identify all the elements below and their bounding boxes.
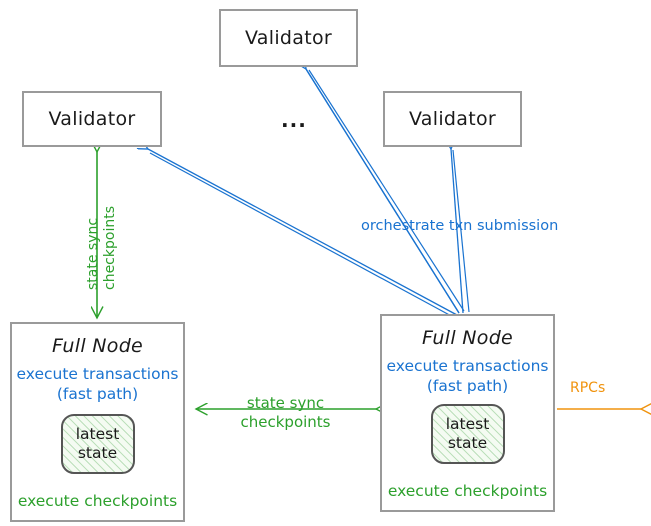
full-node-right-green-text: execute checkpoints <box>387 481 548 500</box>
validator-left[interactable]: Validator <box>22 91 162 147</box>
label-state-sync-horizontal-line2: checkpoints <box>240 412 331 431</box>
validator-top[interactable]: Validator <box>219 9 358 67</box>
full-node-right-blue-line-1: execute transactions <box>386 357 549 375</box>
full-node-left-green-text: execute checkpoints <box>17 491 178 510</box>
validator-right-label: Validator <box>408 108 496 130</box>
validator-top-label: Validator <box>244 27 332 49</box>
edge-fullnode-to-validator-left-b <box>149 152 456 319</box>
label-rpcs: RPCs <box>570 380 606 396</box>
full-node-right-blue-line-2: (fast path) <box>426 376 509 395</box>
label-state-sync-vertical-line2: checkpoints <box>102 206 118 290</box>
full-node-left[interactable]: Full Node execute transactions (fast pat… <box>10 322 185 522</box>
full-node-left-state-line-2: state <box>77 443 118 462</box>
full-node-right-state-line-2: state <box>447 433 488 452</box>
full-node-right-state-line-1: latest <box>445 415 490 434</box>
full-node-right-title: Full Node <box>421 327 514 349</box>
full-node-right-blue-text: execute transactions (fast path) <box>386 357 548 397</box>
label-orchestrate-txn-submission: orchestrate txn submission <box>361 218 559 234</box>
validators-ellipsis: ... <box>281 108 307 132</box>
full-node-left-state-line-1: latest <box>75 425 120 444</box>
label-state-sync-horizontal: state sync checkpoints <box>228 394 343 431</box>
full-node-left-blue-line-1: execute transactions <box>16 365 179 383</box>
full-node-left-latest-state-box[interactable]: latest state <box>60 413 135 474</box>
full-node-right-latest-state-box[interactable]: latest state <box>430 403 505 464</box>
label-state-sync-vertical-line1: state sync <box>85 217 101 290</box>
validator-right[interactable]: Validator <box>383 91 522 147</box>
full-node-right[interactable]: Full Node execute transactions (fast pat… <box>380 314 555 512</box>
full-node-left-blue-line-2: (fast path) <box>56 384 139 403</box>
label-state-sync-horizontal-line1: state sync <box>246 394 325 412</box>
validator-left-label: Validator <box>48 108 136 130</box>
full-node-left-blue-text: execute transactions (fast path) <box>16 365 178 405</box>
full-node-left-title: Full Node <box>51 335 144 357</box>
